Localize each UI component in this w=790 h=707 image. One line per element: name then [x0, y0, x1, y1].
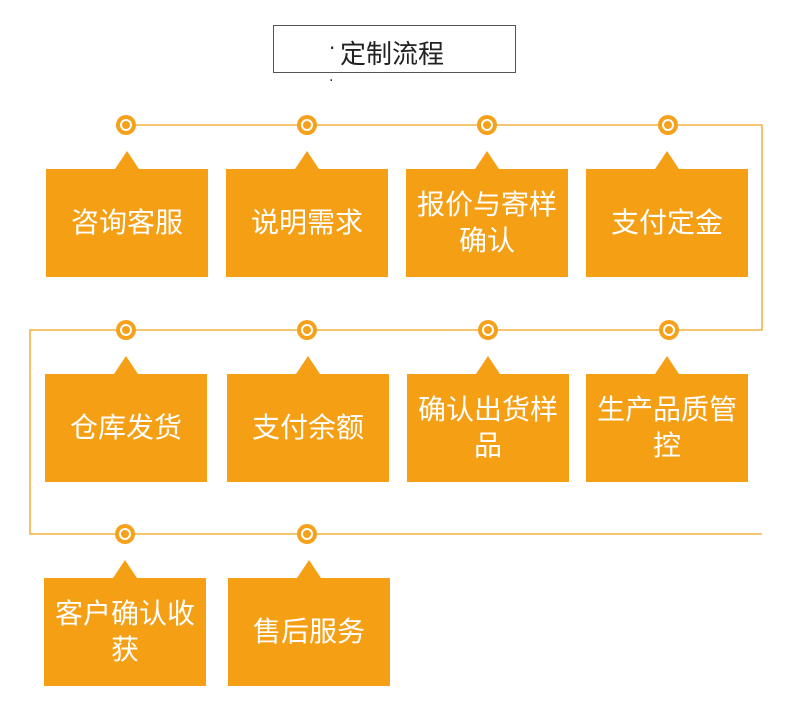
step-node-9 [115, 524, 135, 544]
step-card-balance: 支付余额 [227, 356, 389, 482]
step-card-customer-confirm: 客户确认收获 [44, 560, 206, 686]
step-node-7 [478, 320, 498, 340]
step-node-3 [477, 115, 497, 135]
step-card-quality-control: 生产品质管控 [586, 356, 748, 482]
step-node-2 [297, 115, 317, 135]
step-card-deposit: 支付定金 [586, 151, 748, 277]
title-bullet: · [329, 36, 336, 60]
title-box: · 定制流程 · [273, 25, 516, 88]
connector-row1 [29, 124, 763, 535]
page-title: 定制流程 [340, 40, 445, 70]
step-node-4 [658, 115, 678, 135]
step-card-requirements: 说明需求 [226, 151, 388, 277]
step-node-1 [116, 115, 136, 135]
step-card-confirm-sample: 确认出货样品 [407, 356, 569, 482]
step-card-consult: 咨询客服 [46, 151, 208, 277]
title-bullet-small: · [329, 73, 334, 89]
step-node-10 [297, 524, 317, 544]
step-card-shipping: 仓库发货 [45, 356, 207, 482]
step-node-5 [116, 320, 136, 340]
step-card-after-sales: 售后服务 [228, 560, 390, 686]
step-node-6 [297, 320, 317, 340]
step-node-8 [659, 320, 679, 340]
step-card-quote-sample: 报价与寄样确认 [406, 151, 568, 277]
